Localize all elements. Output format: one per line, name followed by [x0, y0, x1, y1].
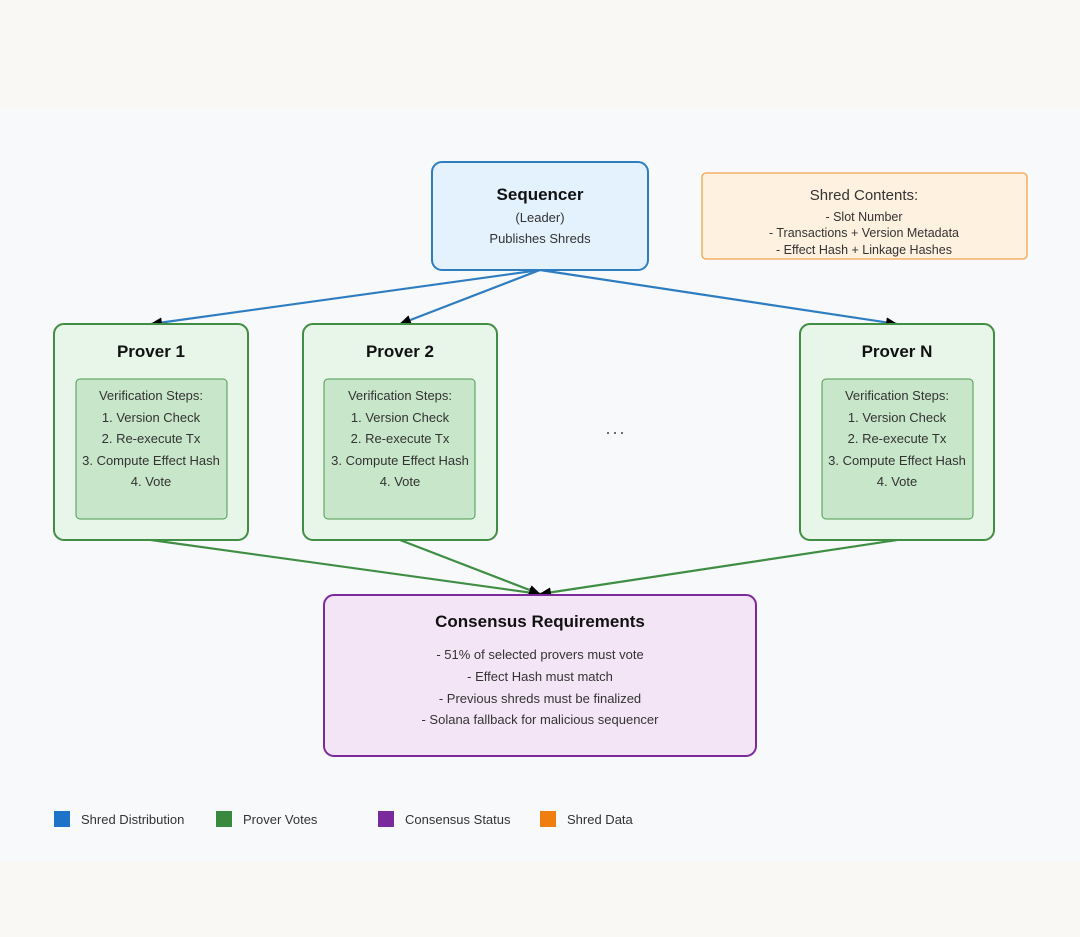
- legend-label: Consensus Status: [405, 812, 511, 827]
- legend: Shred Distribution Prover Votes Consensu…: [54, 811, 634, 827]
- verification-steps-box: [75, 378, 228, 520]
- verification-steps-title: Verification Steps:: [845, 388, 949, 403]
- verification-step: 4. Vote: [877, 474, 917, 489]
- shred-contents-line: - Effect Hash + Linkage Hashes: [776, 243, 952, 257]
- consensus-line: - Solana fallback for malicious sequence…: [421, 712, 659, 727]
- edge-prover-n-to-consensus: [539, 538, 898, 598]
- verification-step: 1. Version Check: [102, 410, 201, 425]
- verification-step: 3. Compute Effect Hash: [82, 453, 220, 468]
- legend-swatch: [216, 811, 232, 827]
- shred-contents-note: Shred Contents: - Slot Number - Transact…: [701, 172, 1028, 260]
- prover-vote-edges: [150, 538, 898, 598]
- verification-step: 3. Compute Effect Hash: [331, 453, 469, 468]
- verification-step: 1. Version Check: [848, 410, 947, 425]
- verification-steps-box: [323, 378, 476, 520]
- verification-step: 4. Vote: [131, 474, 171, 489]
- prover-title: Prover N: [862, 342, 933, 361]
- verification-step: 4. Vote: [380, 474, 420, 489]
- legend-label: Shred Data: [567, 812, 634, 827]
- legend-item-shred-data: Shred Data: [540, 811, 634, 827]
- verification-step: 2. Re-execute Tx: [848, 431, 947, 446]
- legend-swatch: [54, 811, 70, 827]
- consensus-box: [323, 594, 757, 757]
- more-provers-ellipsis: ...: [605, 418, 626, 438]
- consensus-line: - Effect Hash must match: [467, 669, 613, 684]
- shred-contents-line: - Transactions + Version Metadata: [769, 226, 959, 240]
- consensus-line: - 51% of selected provers must vote: [436, 647, 643, 662]
- shred-distribution-edges: [150, 268, 898, 328]
- legend-item-shred-distribution: Shred Distribution: [54, 811, 184, 827]
- sequencer-title: Sequencer: [497, 185, 584, 204]
- legend-item-prover-votes: Prover Votes: [216, 811, 318, 827]
- legend-swatch: [378, 811, 394, 827]
- verification-step: 2. Re-execute Tx: [102, 431, 201, 446]
- sequencer-box: [431, 161, 649, 271]
- consensus-line: - Previous shreds must be finalized: [439, 691, 641, 706]
- sequencer-node: Sequencer (Leader) Publishes Shreds: [431, 161, 649, 271]
- verification-steps-title: Verification Steps:: [348, 388, 452, 403]
- legend-label: Shred Distribution: [81, 812, 184, 827]
- verification-steps-box: [821, 378, 974, 520]
- edge-sequencer-to-prover-n: [539, 268, 898, 328]
- shred-contents-line: - Slot Number: [825, 210, 902, 224]
- prover-title: Prover 1: [117, 342, 185, 361]
- prover-node-2: Prover 2 Verification Steps: 1. Version …: [302, 323, 498, 541]
- prover-node-n: Prover N Verification Steps: 1. Version …: [799, 323, 995, 541]
- shred-contents-box: [701, 172, 1028, 260]
- shred-contents-title: Shred Contents:: [810, 187, 918, 204]
- prover-node-1: Prover 1 Verification Steps: 1. Version …: [53, 323, 249, 541]
- prover-title: Prover 2: [366, 342, 434, 361]
- verification-step: 2. Re-execute Tx: [351, 431, 450, 446]
- edge-sequencer-to-prover-2: [399, 268, 541, 326]
- verification-steps-title: Verification Steps:: [99, 388, 203, 403]
- verification-step: 1. Version Check: [351, 410, 450, 425]
- sequencer-description: Publishes Shreds: [489, 231, 591, 246]
- consensus-node: Consensus Requirements - 51% of selected…: [323, 594, 757, 757]
- edge-sequencer-to-prover-1: [150, 268, 541, 328]
- consensus-title: Consensus Requirements: [435, 612, 645, 631]
- verification-step: 3. Compute Effect Hash: [828, 453, 966, 468]
- sequencer-subtitle: (Leader): [515, 210, 564, 225]
- legend-swatch: [540, 811, 556, 827]
- legend-item-consensus-status: Consensus Status: [378, 811, 511, 827]
- edge-prover-1-to-consensus: [150, 538, 541, 598]
- legend-label: Prover Votes: [243, 812, 318, 827]
- edge-prover-2-to-consensus: [399, 538, 541, 596]
